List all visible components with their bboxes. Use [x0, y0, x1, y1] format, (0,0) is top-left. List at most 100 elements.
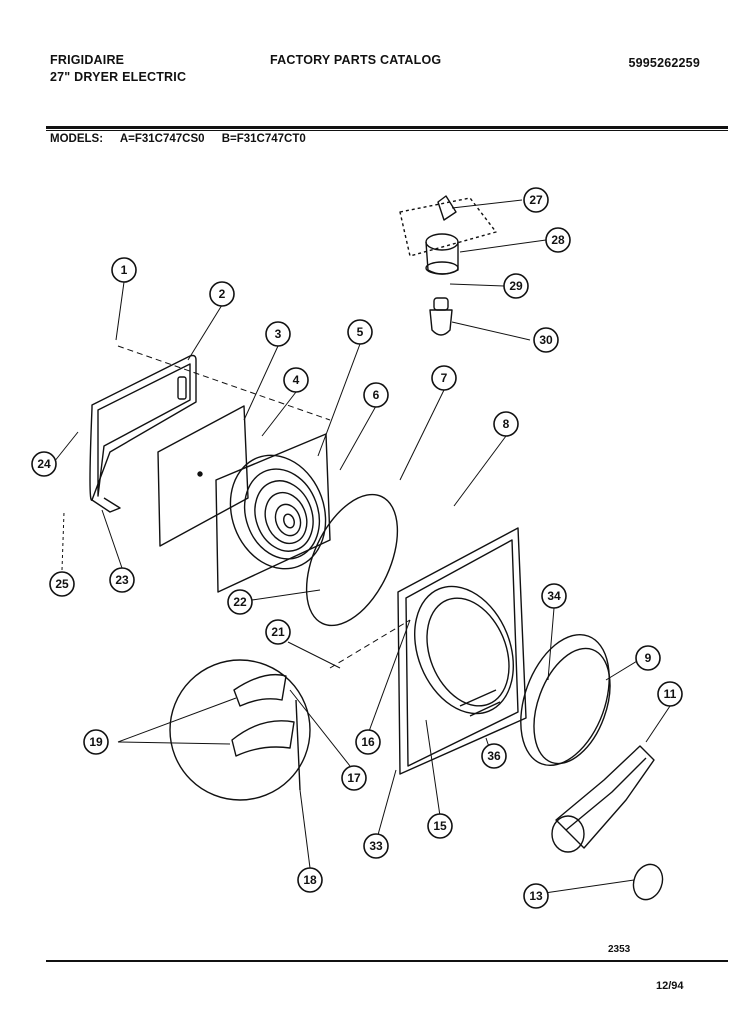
callout-label: 34: [547, 589, 561, 603]
callout-circle: [363, 382, 389, 408]
callout-label: 9: [645, 651, 652, 665]
callout-25: 25: [49, 571, 75, 597]
callout-label: 23: [115, 573, 129, 587]
callout-label: 22: [233, 595, 247, 609]
callout-label: 2: [219, 287, 226, 301]
callout-29: 29: [503, 273, 529, 299]
callout-circle: [227, 589, 253, 615]
callout-circle: [541, 583, 567, 609]
callout-circle: [523, 883, 549, 909]
catalog-title: FACTORY PARTS CATALOG: [270, 53, 442, 67]
callout-circle: [297, 867, 323, 893]
catalog-part-number: 5995262259: [628, 56, 700, 70]
callout-label: 21: [271, 625, 285, 639]
callout-circle: [493, 411, 519, 437]
callout-8: 8: [493, 411, 519, 437]
door-frame-drawing: [215, 433, 331, 593]
callout-6: 6: [363, 382, 389, 408]
callout-circle: [265, 321, 291, 347]
callout-circle: [347, 319, 373, 345]
callout-3: 3: [265, 321, 291, 347]
callout-circle: [545, 227, 571, 253]
brand-name: FRIGIDAIRE: [50, 53, 125, 67]
callout-circle: [355, 729, 381, 755]
callout-circle: [31, 451, 57, 477]
product-name: 27" DRYER ELECTRIC: [50, 70, 187, 84]
callout-circle: [49, 571, 75, 597]
callout-17: 17: [341, 765, 367, 791]
callout-30: 30: [533, 327, 559, 353]
callout-group: 1234567891113151617181921222324252728293…: [31, 187, 683, 909]
callout-label: 8: [503, 417, 510, 431]
callout-18: 18: [297, 867, 323, 893]
callout-4: 4: [283, 367, 309, 393]
callout-19: 19: [83, 729, 109, 755]
callout-13: 13: [523, 883, 549, 909]
callout-27: 27: [523, 187, 549, 213]
callout-16: 16: [355, 729, 381, 755]
callout-circle: [657, 681, 683, 707]
callout-circle: [83, 729, 109, 755]
callout-circle: [635, 645, 661, 671]
callout-circle: [431, 365, 457, 391]
models-label: MODELS:: [50, 133, 104, 145]
models-bar: MODELS: A=F31C747CS0 B=F31C747CT0: [50, 133, 320, 145]
callout-28: 28: [545, 227, 571, 253]
catalog-date: 12/94: [656, 980, 684, 992]
callout-label: 11: [664, 687, 677, 701]
callout-circle: [341, 765, 367, 791]
callout-23: 23: [109, 567, 135, 593]
callout-label: 1: [121, 263, 128, 277]
callout-label: 4: [293, 373, 300, 387]
callout-label: 6: [373, 388, 380, 402]
callout-label: 16: [361, 735, 375, 749]
callout-24: 24: [31, 451, 57, 477]
callout-21: 21: [265, 619, 291, 645]
callout-label: 27: [529, 193, 543, 207]
callout-label: 28: [551, 233, 565, 247]
callout-33: 33: [363, 833, 389, 859]
outer-door-panel-drawing: [89, 354, 197, 513]
callout-label: 19: [89, 735, 103, 749]
seal-ring-drawing: [520, 633, 610, 767]
callout-circle: [503, 273, 529, 299]
callout-label: 17: [347, 771, 361, 785]
callout-11: 11: [657, 681, 683, 707]
callout-label: 18: [303, 873, 317, 887]
callout-label: 24: [37, 457, 51, 471]
model-b: B=F31C747CT0: [221, 133, 306, 145]
front-panel-drawing: [397, 527, 527, 775]
door-liner-drawing: [157, 405, 249, 547]
light-assembly-drawing: [399, 195, 497, 336]
callout-label: 36: [487, 749, 501, 763]
callout-label: 7: [441, 371, 448, 385]
callout-label: 15: [433, 819, 447, 833]
header-rule: [46, 126, 728, 129]
callout-22: 22: [227, 589, 253, 615]
callout-2: 2: [209, 281, 235, 307]
callout-circle: [111, 257, 137, 283]
model-a: A=F31C747CS0: [119, 133, 205, 145]
callout-label: 30: [539, 333, 553, 347]
callout-circle: [523, 187, 549, 213]
callout-label: 3: [275, 327, 282, 341]
header-rule-thin: [46, 130, 728, 131]
callout-circle: [533, 327, 559, 353]
callout-leaders: [53, 199, 671, 897]
callout-circle: [427, 813, 453, 839]
callout-36: 36: [481, 743, 507, 769]
door-gasket-drawing: [305, 493, 399, 627]
callout-15: 15: [427, 813, 453, 839]
callout-circle: [481, 743, 507, 769]
callout-circle: [363, 833, 389, 859]
hinge-detail-drawing: [169, 659, 311, 801]
footer-rule: [46, 960, 728, 962]
callout-circle: [209, 281, 235, 307]
callout-label: 13: [529, 889, 543, 903]
callout-label: 5: [357, 325, 364, 339]
callout-circle: [109, 567, 135, 593]
callout-label: 33: [369, 839, 383, 853]
callout-1: 1: [111, 257, 137, 283]
callout-label: 29: [509, 279, 523, 293]
